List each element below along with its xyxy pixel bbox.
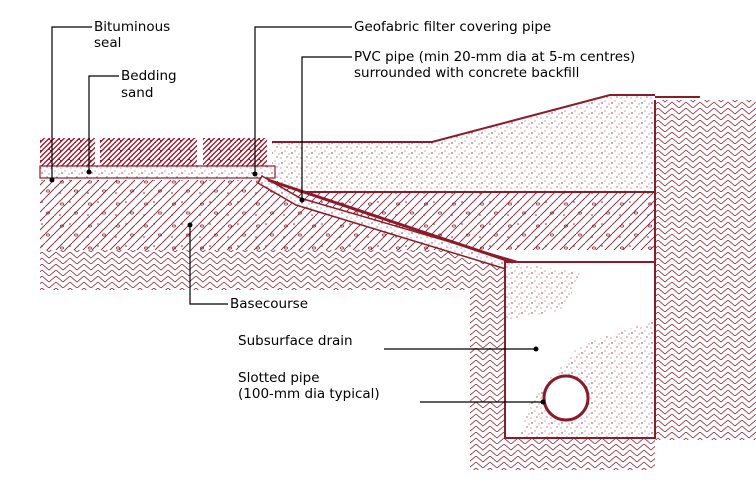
leader-dot-geofabric	[252, 171, 258, 177]
trench-wall-left	[470, 262, 505, 470]
leader-dot-bedding-sand	[86, 169, 92, 175]
slotted-pipe	[542, 374, 590, 422]
leader-bituminous-seal	[51, 26, 92, 180]
leader-dot-pvc-pipe	[299, 197, 305, 203]
subgrade-band	[40, 250, 470, 290]
label-bituminous-seal-1: Bituminous	[94, 19, 170, 35]
label-slotted-pipe-1: Slotted pipe	[238, 370, 320, 386]
natural-ground	[40, 100, 756, 470]
leader-bedding-sand	[88, 75, 119, 172]
concrete-backfill	[272, 94, 655, 193]
leader-pvc-pipe	[301, 56, 352, 200]
paving-blocks	[40, 138, 267, 166]
label-slotted-pipe-2: (100-mm dia typical)	[238, 386, 380, 402]
label-bedding-sand-1: Bedding	[121, 68, 177, 84]
leader-dot-slotted-pipe	[540, 399, 546, 405]
leader-dot-bituminous-seal	[49, 177, 55, 183]
labels: Bituminous seal Bedding sand Geofabric f…	[94, 19, 635, 402]
label-pvc-pipe-2: surrounded with concrete backfill	[354, 65, 579, 81]
label-subsurface-drain: Subsurface drain	[238, 333, 353, 349]
leader-dot-basecourse	[187, 222, 193, 228]
label-bedding-sand-2: sand	[121, 85, 153, 101]
leader-dot-subsurface-drain	[533, 346, 539, 352]
bedding-sand-layer	[39, 165, 276, 179]
leader-lines	[49, 26, 546, 405]
label-pvc-pipe-1: PVC pipe (min 20-mm dia at 5-m centres)	[354, 49, 635, 65]
leader-basecourse	[189, 225, 228, 305]
label-geofabric: Geofabric filter covering pipe	[354, 19, 551, 35]
leader-geofabric	[254, 26, 352, 174]
label-basecourse: Basecourse	[230, 296, 308, 312]
label-bituminous-seal-2: seal	[94, 35, 121, 51]
trench-floor	[505, 438, 655, 470]
